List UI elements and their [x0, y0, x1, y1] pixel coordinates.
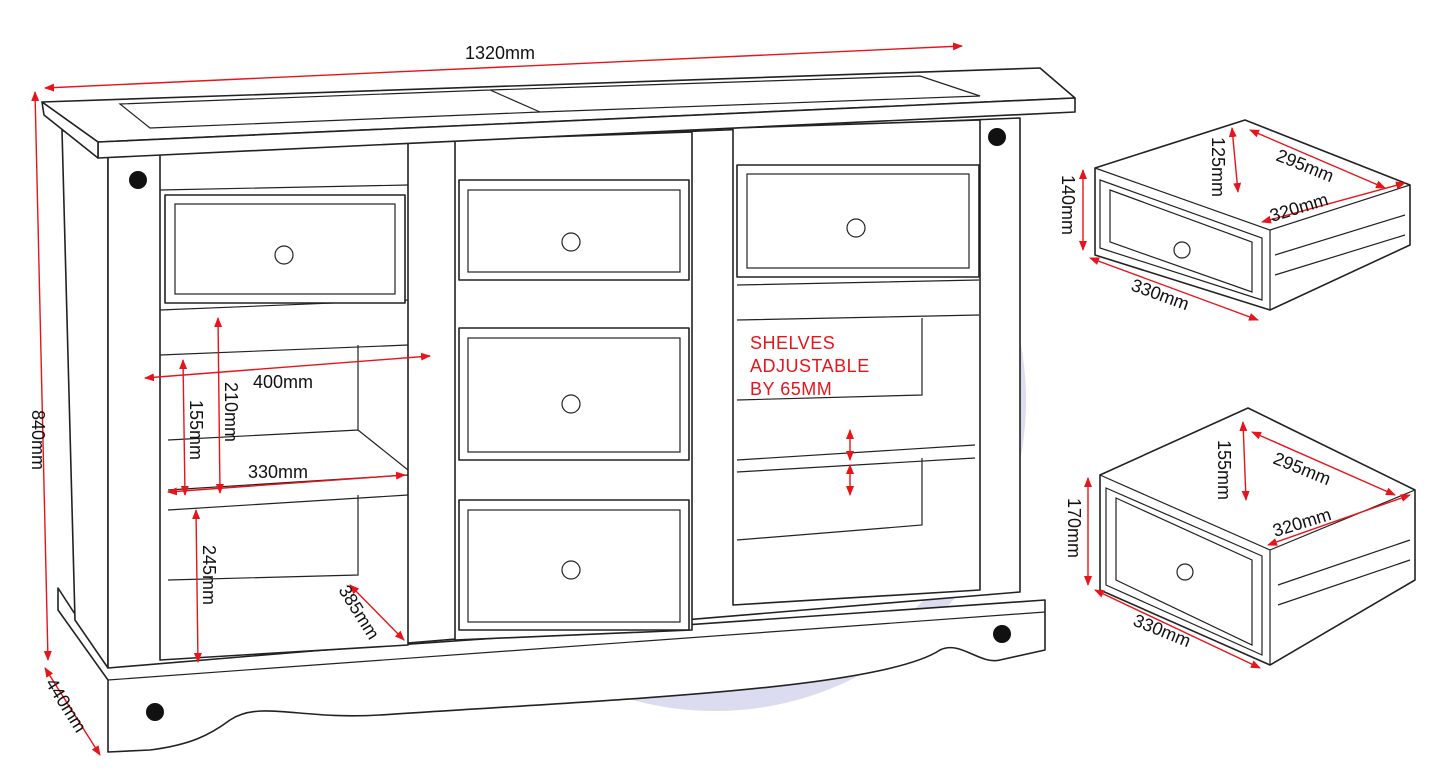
- shelf-depth-label: 330mm: [248, 462, 308, 482]
- svg-text:BY 65MM: BY 65MM: [750, 379, 832, 399]
- dimension-lines: [31, 42, 963, 756]
- knob: [993, 625, 1011, 643]
- small-drawer-view: 125mm 295mm 320mm 140mm 330mm: [1058, 119, 1411, 321]
- knob: [146, 703, 164, 721]
- width-label: 1320mm: [465, 43, 535, 63]
- upper-shelf-height-label: 210mm: [221, 382, 241, 442]
- svg-text:170mm: 170mm: [1064, 498, 1084, 558]
- inner-width-label: 400mm: [253, 372, 313, 392]
- large-drawer-view: 155mm 295mm 320mm 170mm 330mm: [1064, 407, 1416, 669]
- drawer-center-top: [458, 179, 690, 281]
- lower-shelf-height-label: 245mm: [199, 545, 219, 605]
- knob: [988, 128, 1006, 146]
- svg-text:155mm: 155mm: [1214, 440, 1234, 500]
- shelves-note: SHELVES ADJUSTABLE BY 65MM: [750, 333, 870, 399]
- side-panel: [61, 129, 109, 669]
- drawer-handles: [274, 218, 866, 580]
- drawer-center-bottom: [458, 499, 690, 631]
- drawer-center-middle: [458, 327, 690, 461]
- depth-label: 440mm: [42, 675, 91, 737]
- svg-text:SHELVES: SHELVES: [750, 333, 835, 353]
- sideboard: [41, 67, 1076, 753]
- height-label: 840mm: [28, 410, 48, 470]
- drawer-left: [164, 194, 406, 304]
- plinth: [57, 587, 1046, 753]
- svg-text:125mm: 125mm: [1208, 137, 1228, 197]
- drawer-right: [736, 164, 980, 278]
- upper-opening-height-label: 155mm: [186, 400, 206, 460]
- svg-text:140mm: 140mm: [1058, 175, 1078, 235]
- knob: [129, 171, 147, 189]
- svg-text:ADJUSTABLE: ADJUSTABLE: [750, 356, 870, 376]
